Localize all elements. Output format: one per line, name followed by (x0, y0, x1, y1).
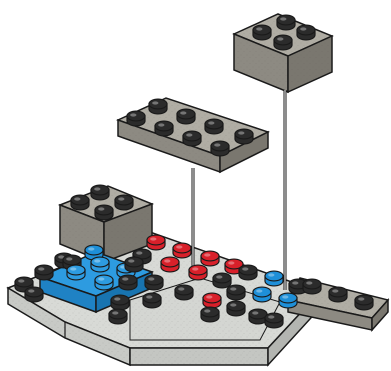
base-stud (34, 264, 54, 281)
red-stud (172, 242, 192, 259)
base-stud (144, 274, 164, 291)
blue-tile-stud (90, 256, 110, 273)
plate-1x3-stud (328, 286, 348, 303)
base-stud (124, 256, 144, 273)
brick-left-stud (90, 184, 110, 201)
plate-1x3-stud (354, 294, 374, 311)
red-stud (146, 234, 166, 251)
base-stud (14, 276, 34, 293)
red-stud (160, 256, 180, 273)
plate-2x4-stud (182, 130, 202, 147)
guide-lines (191, 90, 287, 290)
brick-floating-stud (296, 24, 316, 41)
base-stud (24, 286, 44, 303)
brick-floating-stud (276, 14, 296, 31)
base-stud (238, 264, 258, 281)
brick-floating-stud (252, 24, 272, 41)
plate-2x4-stud (126, 110, 146, 127)
red-stud (188, 264, 208, 281)
plate-2x4-stud (148, 98, 168, 115)
base-stud (212, 272, 232, 289)
plate-2x4-stud (210, 140, 230, 157)
base-stud (226, 284, 246, 301)
brick-left-stud (114, 194, 134, 211)
blue-stud (278, 292, 298, 309)
base-stud (110, 294, 130, 311)
plate-2x4-stud (154, 120, 174, 137)
blue-tile-stud (66, 264, 86, 281)
blue-tile-stud (94, 274, 114, 291)
plate-2x4-stud (204, 118, 224, 135)
base-stud (226, 300, 246, 317)
brick-left-stud (70, 194, 90, 211)
brick-floating-stud (273, 34, 293, 51)
plate-2x4-stud (234, 128, 254, 145)
red-stud (200, 250, 220, 267)
base-stud (108, 308, 128, 325)
base-stud (174, 284, 194, 301)
studs-layer (14, 14, 374, 329)
brick-left-stud (94, 204, 114, 221)
red-stud (202, 292, 222, 309)
base-stud (200, 306, 220, 323)
blue-stud (252, 286, 272, 303)
plate-1x3-stud (302, 278, 322, 295)
base-stud (248, 308, 268, 325)
plate-2x4-stud (176, 108, 196, 125)
base-stud (118, 274, 138, 291)
red-stud (224, 258, 244, 275)
base-stud (264, 312, 284, 329)
base-stud (142, 292, 162, 309)
blue-stud (264, 270, 284, 287)
